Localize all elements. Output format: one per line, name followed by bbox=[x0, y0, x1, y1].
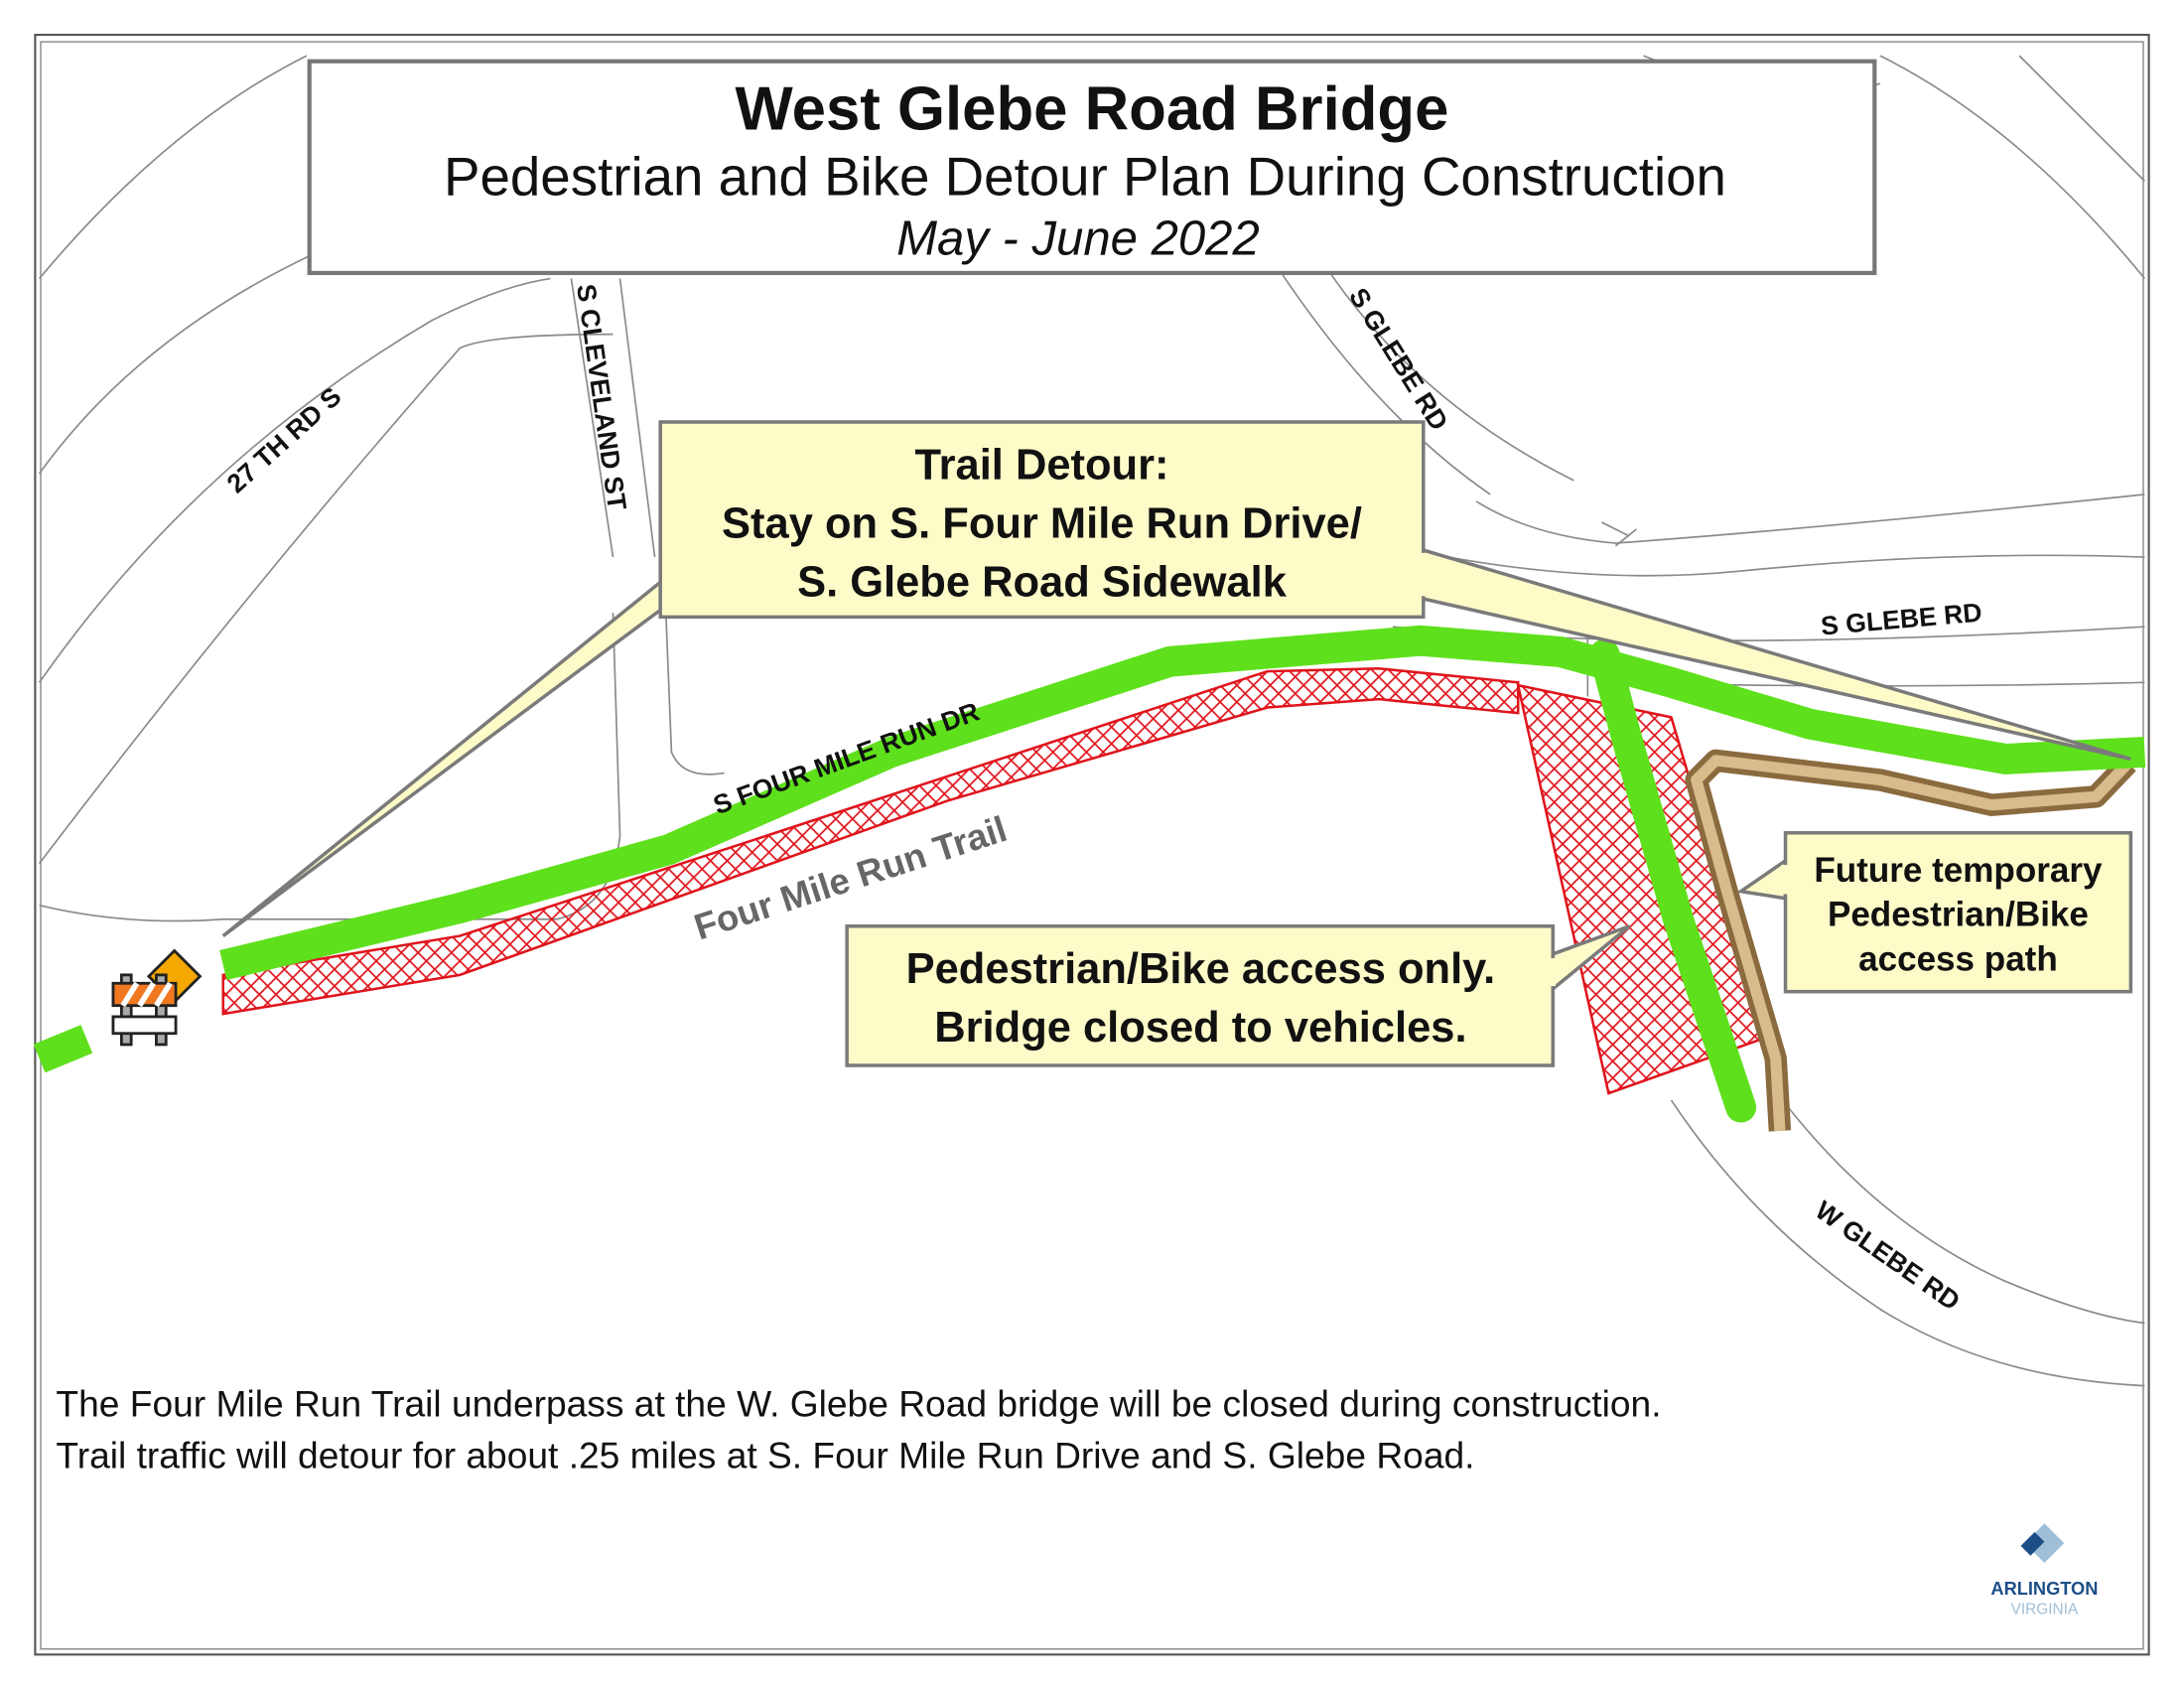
map-title: West Glebe Road Bridge bbox=[736, 74, 1449, 143]
detour-line-1: Trail Detour: bbox=[914, 442, 1168, 490]
bridge-line-2: Bridge closed to vehicles. bbox=[934, 1004, 1466, 1052]
road-network bbox=[38, 55, 2146, 1387]
detour-route bbox=[33, 625, 2146, 1123]
callout-future-path: Future temporary Pedestrian/Bike access … bbox=[1736, 831, 2133, 994]
footer-line-1: The Four Mile Run Trail underpass at the… bbox=[56, 1382, 1661, 1424]
detour-line-3: S. Glebe Road Sidewalk bbox=[797, 558, 1288, 606]
bridge-line-1: Pedestrian/Bike access only. bbox=[906, 945, 1496, 993]
map-subtitle: Pedestrian and Bike Detour Plan During C… bbox=[444, 145, 1726, 207]
closed-trail-segment bbox=[221, 667, 1520, 1016]
inner-border bbox=[40, 41, 2144, 1650]
detour-line-2: Stay on S. Four Mile Run Drive/ bbox=[722, 499, 1362, 547]
future-line-1: Future temporary bbox=[1814, 851, 2103, 890]
construction-barricade-icon bbox=[111, 948, 203, 1047]
future-line-3: access path bbox=[1858, 940, 2058, 979]
title-box: West Glebe Road Bridge Pedestrian and Bi… bbox=[307, 59, 1877, 276]
future-access-path-center bbox=[1691, 755, 2132, 1132]
map-dates: May - June 2022 bbox=[896, 212, 1260, 266]
logo-name: ARLINGTON bbox=[1990, 1578, 2098, 1599]
arlington-logo: ARLINGTON VIRGINIA bbox=[1990, 1523, 2098, 1618]
callout-bridge-closed: Pedestrian/Bike access only. Bridge clos… bbox=[845, 924, 1631, 1067]
logo-sub: VIRGINIA bbox=[2011, 1602, 2079, 1618]
callout-trail-detour: Trail Detour: Stay on S. Four Mile Run D… bbox=[221, 420, 2131, 937]
future-line-2: Pedestrian/Bike bbox=[1828, 896, 2089, 934]
footer-line-2: Trail traffic will detour for about .25 … bbox=[56, 1434, 1474, 1476]
